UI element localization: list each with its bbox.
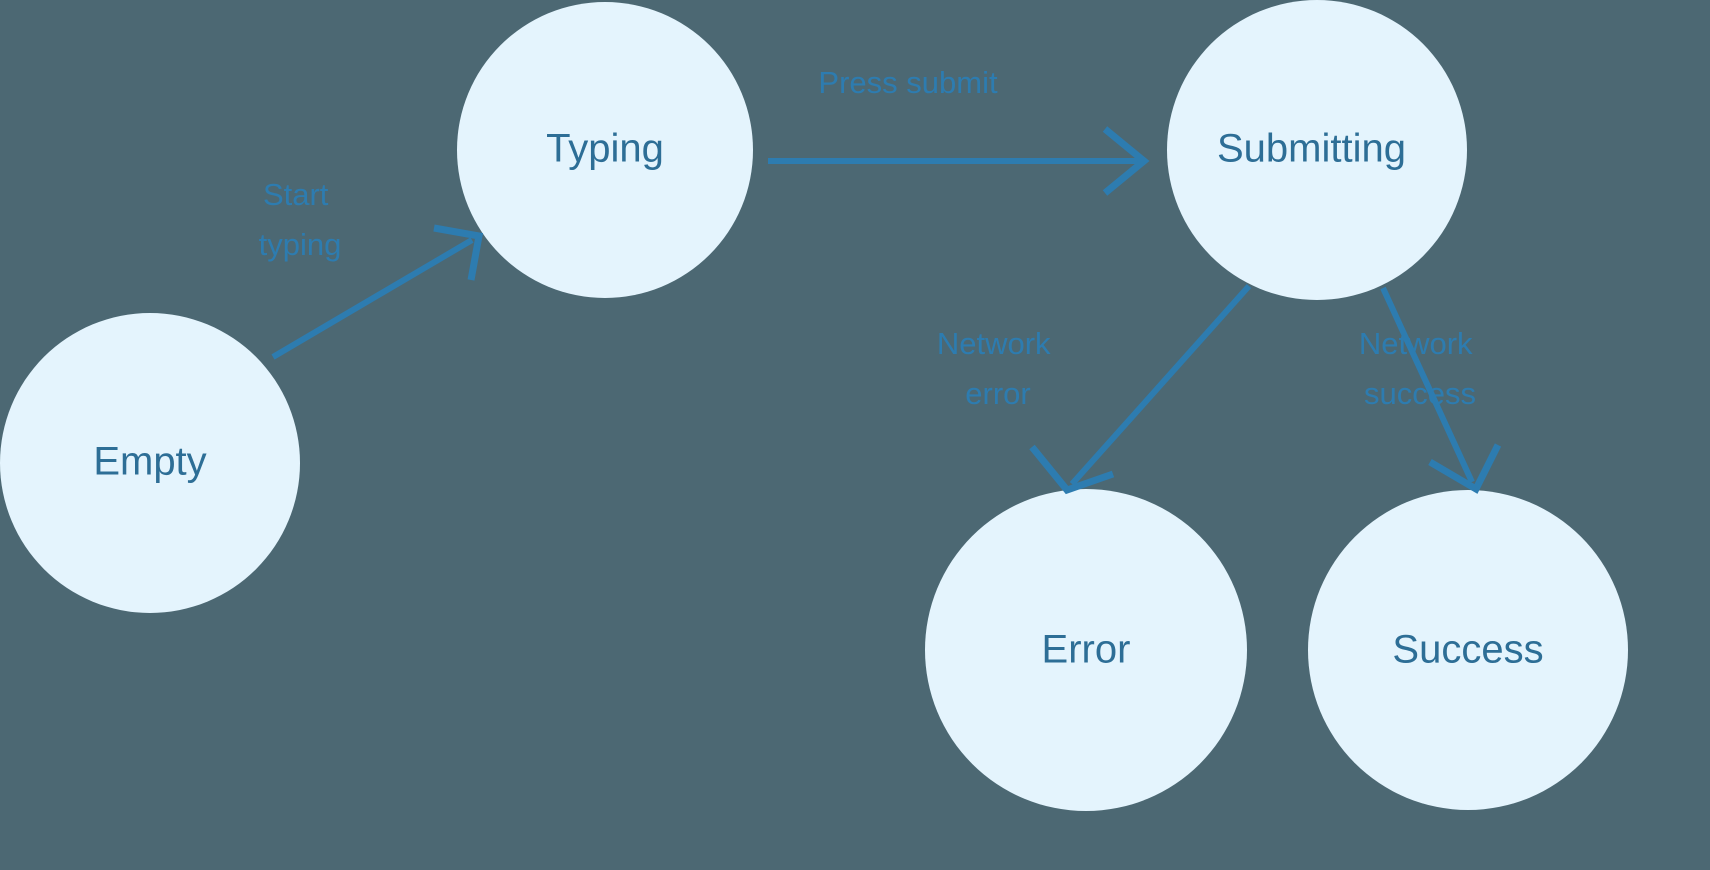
node-error-circle[interactable] (925, 489, 1247, 811)
edge-empty-to-typing (271, 224, 484, 360)
node-submitting-label: Submitting (1217, 127, 1406, 171)
edge-label-start-typing: Start typing (259, 177, 342, 262)
edge-submitting-to-success-arrowhead (1428, 443, 1502, 494)
edge-submitting-to-error-line (1069, 284, 1252, 486)
edge-label-press-submit: Press submit (818, 65, 998, 100)
node-typing-label: Typing (546, 127, 664, 171)
edge-label-network-success: Network success (1359, 326, 1481, 411)
node-error[interactable]: Error (925, 489, 1247, 811)
edge-label-start-typing-line-2: typing (259, 227, 342, 262)
node-success-label: Success (1392, 628, 1543, 672)
edge-submitting-to-error (1029, 284, 1252, 495)
edge-label-network-error-line-2: error (965, 376, 1030, 411)
edge-label-network-success-line-1: Network (1359, 326, 1473, 361)
node-success[interactable]: Success (1308, 490, 1628, 810)
node-empty-label: Empty (93, 440, 206, 484)
edge-label-network-success-line-2: success (1364, 376, 1476, 411)
node-error-label: Error (1042, 628, 1131, 672)
edge-submitting-to-success-line (1380, 286, 1475, 484)
edge-empty-to-typing-line (271, 237, 474, 360)
node-empty-circle[interactable] (0, 313, 300, 613)
edge-label-network-error-line-1: Network (937, 326, 1051, 361)
node-typing-circle[interactable] (457, 2, 753, 298)
edge-typing-to-submitting (768, 126, 1150, 196)
edge-submitting-to-success (1380, 286, 1502, 494)
node-success-circle[interactable] (1308, 490, 1628, 810)
node-empty[interactable]: Empty (0, 313, 300, 613)
edge-label-start-typing-line-1: Start (263, 177, 329, 212)
edge-label-press-submit-line-1: Press submit (818, 65, 998, 100)
edge-typing-to-submitting-arrowhead (1102, 126, 1150, 196)
edge-empty-to-typing-arrowhead (433, 224, 484, 281)
edge-label-network-error: Network error (937, 326, 1059, 411)
node-submitting-circle[interactable] (1167, 0, 1467, 300)
node-typing[interactable]: Typing (457, 2, 753, 298)
node-submitting[interactable]: Submitting (1167, 0, 1467, 300)
edge-submitting-to-error-arrowhead (1029, 444, 1115, 495)
